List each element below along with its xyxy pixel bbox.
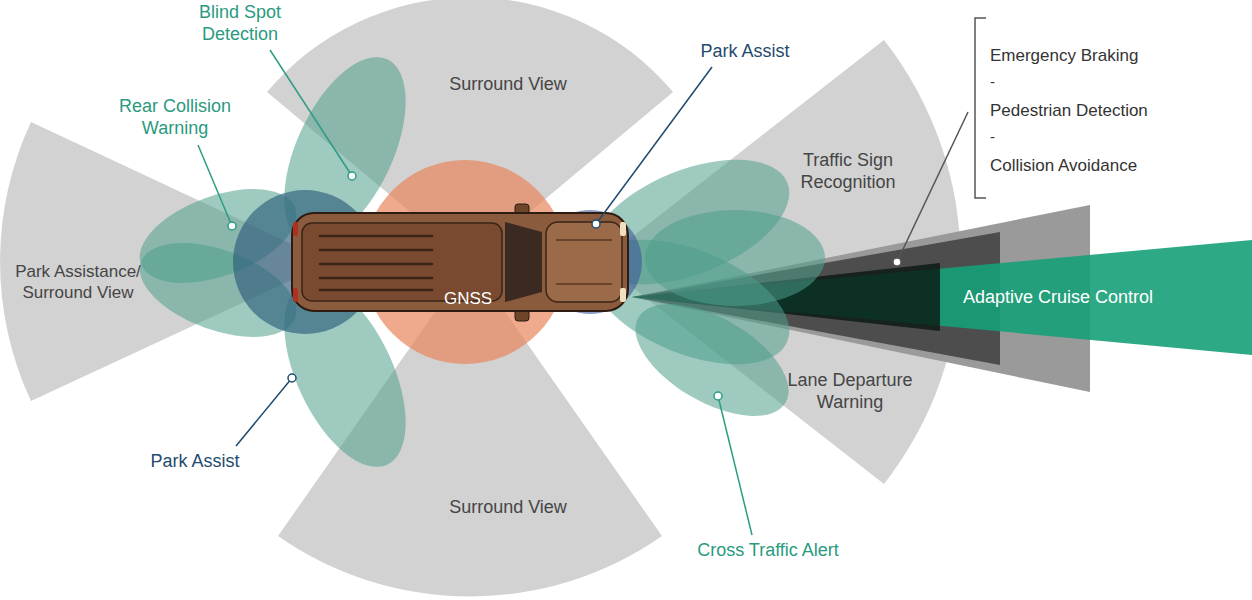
roof-rails <box>320 236 432 290</box>
taillight <box>293 288 298 302</box>
callout-label: Cross Traffic Alert <box>668 540 868 562</box>
feature-item: Collision Avoidance <box>990 156 1245 177</box>
leader-dot <box>592 220 600 228</box>
leader-lines <box>198 50 968 535</box>
windshield <box>505 222 542 302</box>
leader-line <box>198 145 232 226</box>
leader-line <box>897 112 968 262</box>
hood-line <box>556 239 612 241</box>
car-hood <box>546 222 622 302</box>
feature-item: Pedestrian Detection <box>990 101 1245 122</box>
car-body <box>292 213 628 311</box>
cross-traffic-lobe <box>617 281 806 439</box>
leader-dots <box>228 172 901 400</box>
leader-dot <box>288 374 296 382</box>
leader-dot <box>893 258 901 266</box>
zone-label: Lane Departure Warning <box>775 370 925 414</box>
callout-label: Park Assist <box>685 41 805 63</box>
callout-label: Park Assist <box>135 451 255 473</box>
taillight <box>293 222 298 236</box>
leader-dot <box>228 222 236 230</box>
feature-item: Emergency Braking <box>990 46 1245 67</box>
leader-line <box>596 67 712 224</box>
sensor-lobes <box>127 39 825 485</box>
leader-dot <box>714 392 722 400</box>
headlight <box>620 288 626 302</box>
leader-line <box>236 378 292 446</box>
beam-label: Adaptive Cruise Control <box>963 287 1213 309</box>
leader-line <box>718 396 752 535</box>
zone-label: Park Assistance/ Surround View <box>3 262 153 303</box>
item-separator: - <box>990 128 1030 146</box>
list-bracket <box>975 18 986 198</box>
coverage-sectors <box>0 0 961 596</box>
callout-label: Rear Collision Warning <box>105 96 245 140</box>
leader-dot <box>348 172 356 180</box>
item-separator: - <box>990 73 1030 91</box>
leader-line <box>270 50 352 176</box>
hood-line <box>556 283 612 285</box>
gnss-label: GNSS <box>428 289 508 310</box>
callout-label: Blind Spot Detection <box>180 2 300 46</box>
zone-label: Traffic Sign Recognition <box>773 150 923 194</box>
car-illustration <box>292 204 628 321</box>
front-lobe <box>645 210 825 306</box>
zone-label: Surround View <box>423 74 593 96</box>
headlight <box>620 222 626 236</box>
zone-label: Surround View <box>423 497 593 519</box>
